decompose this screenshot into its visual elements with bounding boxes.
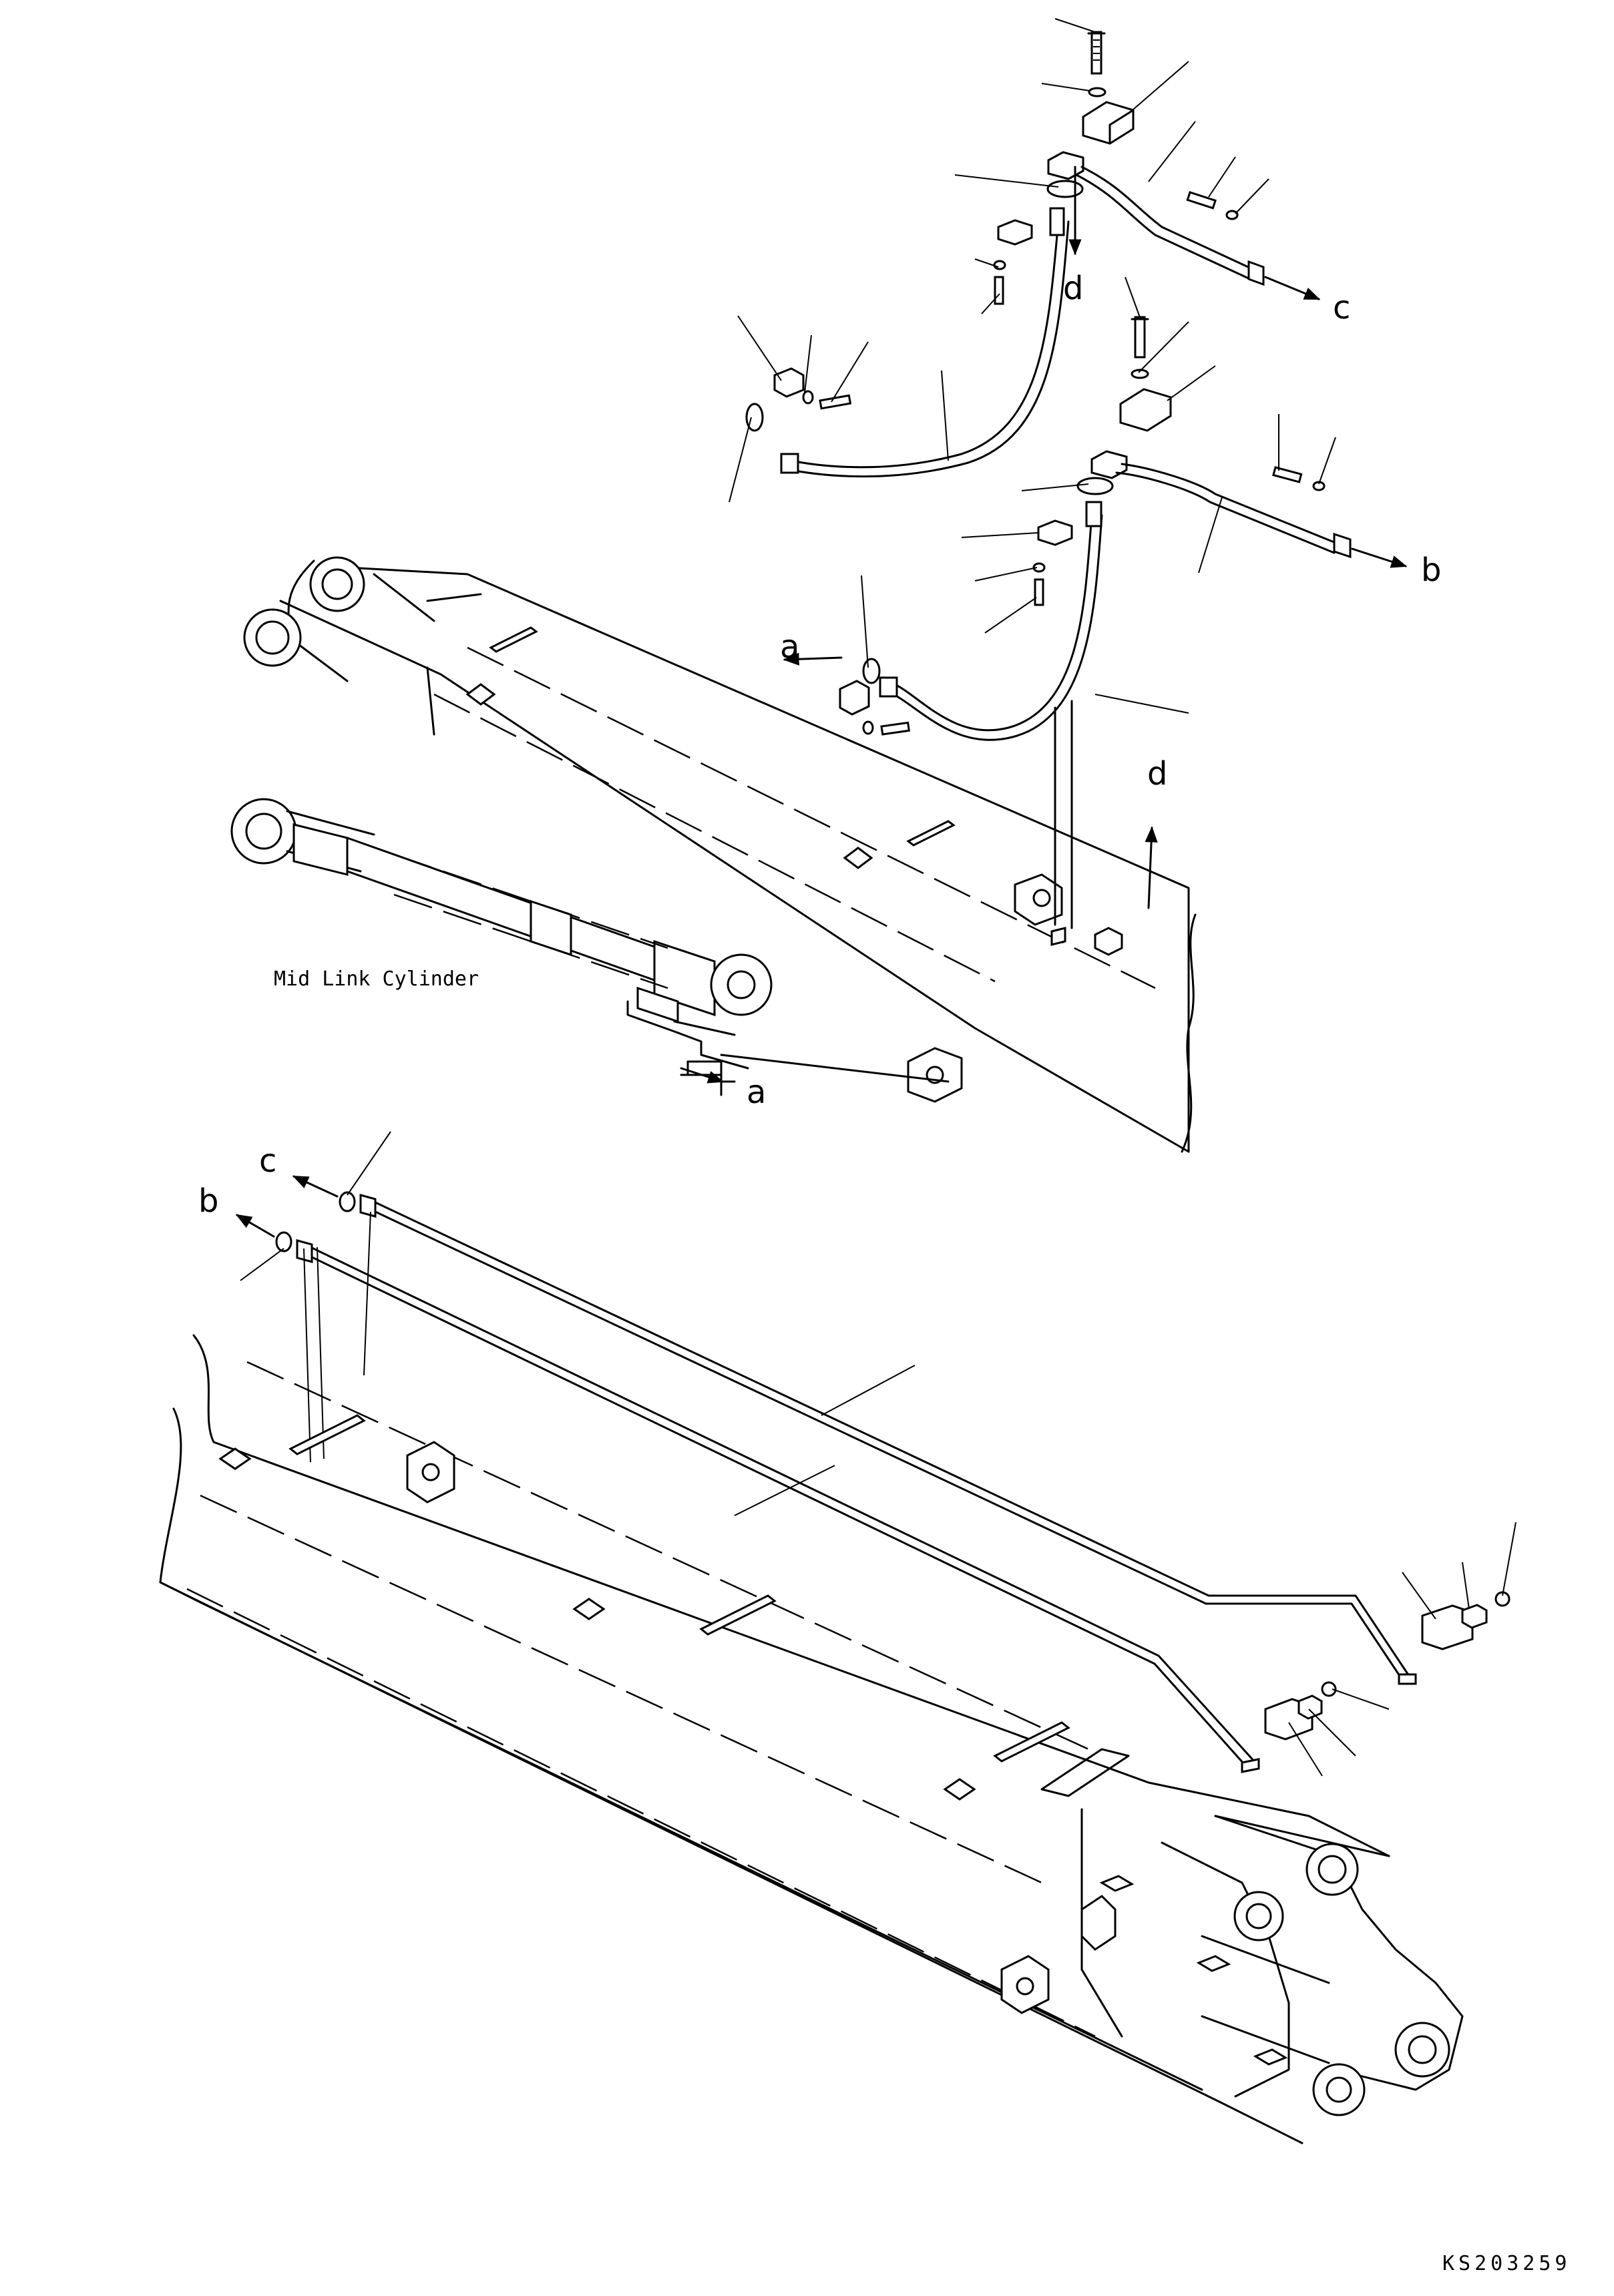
upper-boom [243, 556, 1197, 1153]
upper-hose [783, 219, 1060, 469]
second-left-o-ring [862, 658, 881, 684]
lower-boss-1 [218, 1447, 252, 1470]
lower-clip-1 [288, 1414, 366, 1455]
boom-boss-2 [843, 847, 873, 869]
cylinder-band-clamp [530, 899, 572, 957]
upper-hose-assembly [745, 31, 1321, 478]
upper-bolt [1087, 31, 1106, 75]
tube-c-nut [359, 1194, 377, 1218]
lower-clip-2 [699, 1594, 777, 1636]
tube-b-o-ring [275, 1231, 292, 1252]
lower-boss-2 [572, 1598, 606, 1620]
upper-small-clamp [997, 219, 1033, 246]
upper-clamp-block [1082, 101, 1135, 145]
second-hose-end-fitting [879, 676, 898, 698]
upper-o-ring [1046, 180, 1084, 198]
boom-hose-clip-2 [906, 820, 956, 847]
cylinder-label: Mid Link Cylinder [274, 967, 479, 991]
label-b-bottom: b [198, 1182, 218, 1220]
label-b-top: b [1421, 551, 1441, 589]
part-number: KS203259 [1442, 2252, 1571, 2275]
label-a-top: a [780, 628, 799, 666]
label-a-mid: a [747, 1074, 766, 1111]
second-left-clamp [839, 680, 870, 716]
leader-lines-bottom [240, 1131, 1517, 1777]
upper-tube-nut [1247, 260, 1265, 286]
cylinder-gland [292, 823, 349, 876]
long-tubes [235, 1175, 1510, 1773]
lower-hose-assembly [783, 316, 1408, 741]
tube-c-o-ring [339, 1191, 356, 1212]
upper-left-clamp [773, 367, 805, 398]
lower-clip-3 [993, 1721, 1070, 1763]
long-tube-c [373, 1200, 1410, 1677]
second-hose [893, 513, 1093, 732]
cylinder-head-end [653, 939, 716, 1017]
upper-clip-bolt [1186, 191, 1217, 210]
tube-b-end [1241, 1758, 1260, 1773]
long-tube-b [309, 1246, 1257, 1764]
second-bolt [1134, 316, 1146, 359]
upper-tube-c [1080, 166, 1257, 272]
label-d-mid: d [1147, 755, 1167, 792]
upper-washer [1088, 87, 1106, 97]
second-small-clamp [1037, 519, 1073, 546]
boom-lug-2 [1050, 927, 1066, 946]
second-tube-b [1121, 463, 1340, 545]
mid-link-cylinder [230, 798, 950, 1096]
lower-bracket-3 [1080, 1895, 1117, 1951]
label-c-top: c [1333, 289, 1350, 326]
second-clamp-block [1119, 388, 1172, 432]
tube-c-end [1398, 1673, 1417, 1685]
lower-boss-3 [943, 1778, 976, 1801]
tube-c-clamp [1421, 1604, 1474, 1650]
upper-hose-end-fitting [780, 453, 799, 474]
upper-left-o-ring [745, 403, 764, 432]
boom-hose-clip-1 [489, 626, 538, 653]
boom-lug-1 [1094, 927, 1123, 956]
label-c-bottom: c [259, 1142, 276, 1180]
lower-boom [159, 1334, 1464, 2144]
leader-lines-top [729, 18, 1336, 714]
label-d-top: d [1063, 270, 1083, 307]
boom-boss-1 [465, 683, 496, 706]
second-o-ring [1076, 477, 1114, 495]
